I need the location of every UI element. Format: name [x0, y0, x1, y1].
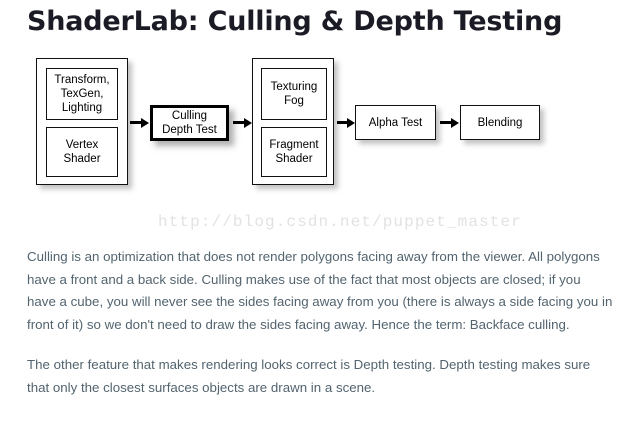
- arrow-fragment-to-alpha: [337, 117, 355, 128]
- vertex-stage-group: Transform, TexGen, Lighting Vertex Shade…: [36, 58, 128, 185]
- culling-depth-test-box: Culling Depth Test: [150, 105, 229, 141]
- vertex-shader-box: Vertex Shader: [46, 127, 118, 177]
- fragment-stage-group: Texturing Fog Fragment Shader: [252, 58, 334, 185]
- fragment-shader-box: Fragment Shader: [261, 127, 327, 177]
- blending-box: Blending: [460, 105, 540, 140]
- arrow-vertex-to-culling: [130, 117, 149, 128]
- arrow-culling-to-fragment: [233, 117, 252, 128]
- arrow-alpha-to-blending: [440, 117, 459, 128]
- watermark-url: http://blog.csdn.net/puppet_master: [158, 213, 522, 231]
- transform-texgen-lighting-box: Transform, TexGen, Lighting: [46, 68, 118, 120]
- paragraph-culling: Culling is an optimization that does not…: [27, 249, 613, 332]
- page-title: ShaderLab: Culling & Depth Testing: [27, 6, 563, 37]
- rendering-pipeline-diagram: Transform, TexGen, Lighting Vertex Shade…: [0, 50, 636, 205]
- texturing-fog-box: Texturing Fog: [261, 68, 327, 120]
- alpha-test-box: Alpha Test: [355, 105, 436, 140]
- paragraph-depth-testing: The other feature that makes rendering l…: [27, 357, 591, 395]
- article-body: Culling is an optimization that does not…: [27, 246, 613, 399]
